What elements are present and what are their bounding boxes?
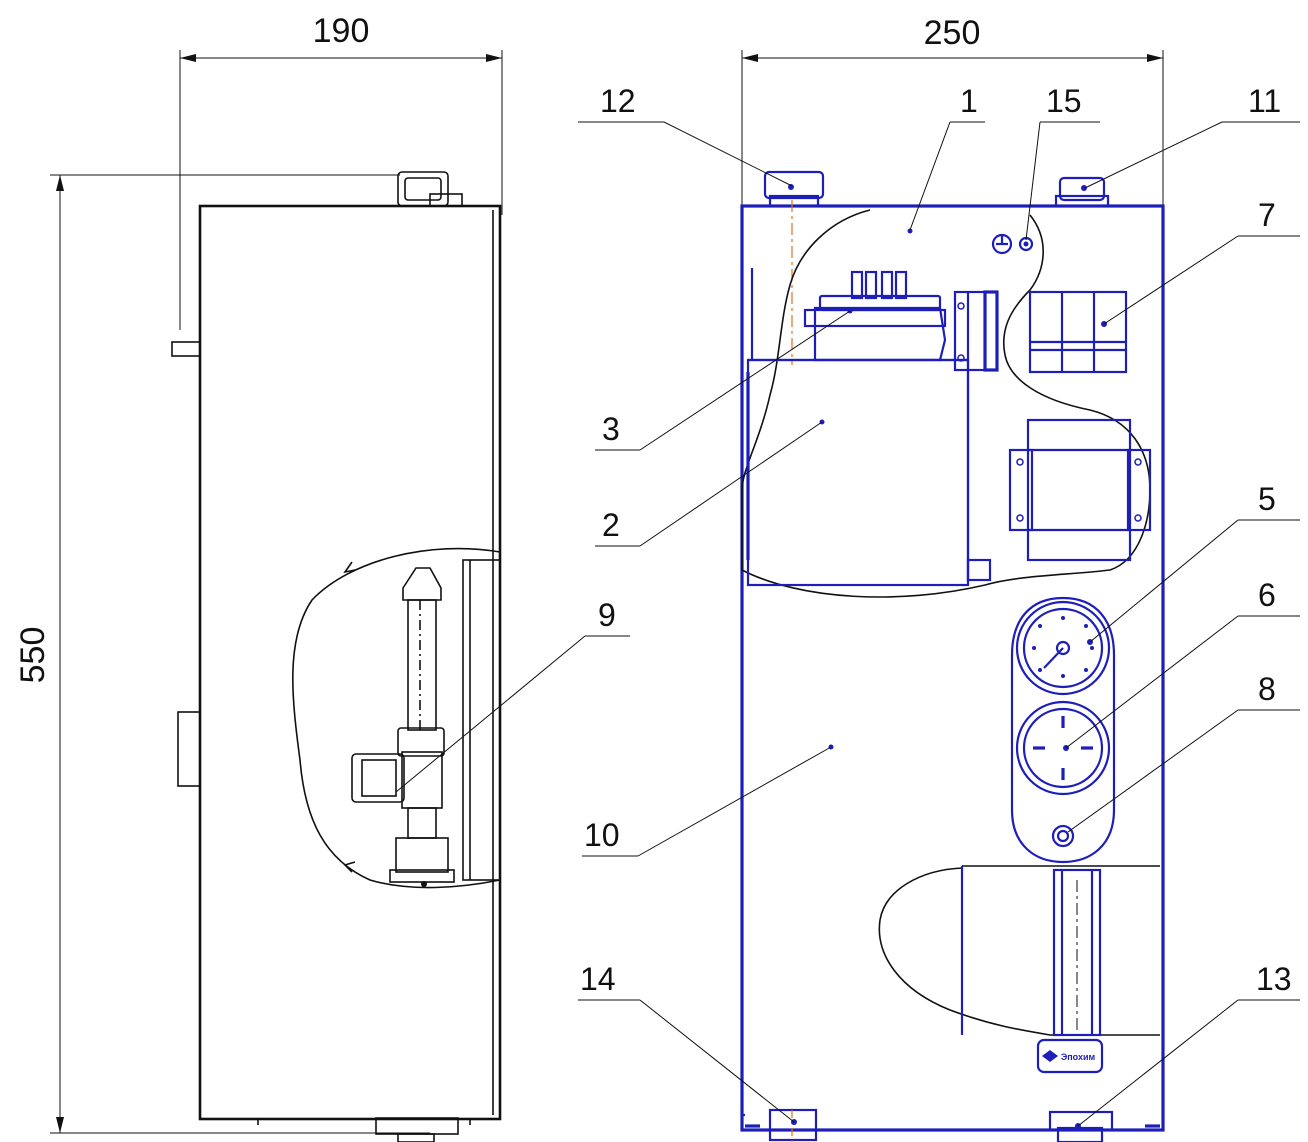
circuit-breaker	[1028, 290, 1128, 374]
dimension-height-label: 550	[14, 627, 52, 684]
callout-7-label: 7	[1258, 197, 1276, 233]
callout-6-label: 6	[1258, 577, 1276, 613]
callout-3: 3	[595, 310, 851, 451]
callout-1-label: 1	[960, 83, 978, 119]
callout-5: 5	[1089, 481, 1300, 643]
callout-10: 10	[582, 746, 832, 857]
callout-15: 15	[1025, 83, 1100, 241]
callout-15-label: 15	[1046, 83, 1082, 119]
outlet-fitting-11	[1054, 176, 1110, 208]
front-lower-cutaway	[878, 865, 1160, 1037]
callout-10-label: 10	[584, 817, 620, 853]
thermostat-knob	[1015, 700, 1111, 796]
callout-6: 6	[1065, 577, 1300, 749]
callout-14-label: 14	[580, 961, 616, 997]
brand-logo: Эпохим	[1036, 1038, 1104, 1074]
callout-12-label: 12	[600, 83, 636, 119]
callout-11-label: 11	[1248, 83, 1281, 119]
side-view	[171, 171, 502, 1142]
callout-2-label: 2	[602, 507, 620, 543]
callout-14: 14	[578, 961, 795, 1123]
callout-5-label: 5	[1258, 481, 1276, 517]
front-view	[740, 170, 1165, 1142]
callout-13: 13	[1077, 961, 1300, 1127]
dimension-height: 550	[14, 174, 430, 1134]
callout-8-label: 8	[1258, 671, 1276, 707]
dimension-width: 250	[741, 14, 1164, 205]
control-panel	[1010, 596, 1116, 864]
dimension-depth: 190	[179, 12, 503, 330]
pressure-gauge	[1015, 600, 1111, 696]
side-view-cutaway	[292, 547, 501, 889]
dimension-width-label: 250	[924, 14, 981, 52]
callout-2: 2	[595, 421, 823, 547]
callout-1: 1	[909, 83, 985, 231]
transformer	[1008, 418, 1152, 562]
callout-9: 9	[395, 597, 630, 793]
inlet-fitting-12	[763, 170, 825, 365]
callout-3-label: 3	[602, 411, 620, 447]
callout-13-label: 13	[1256, 961, 1292, 997]
front-upper-cutaway	[741, 209, 1152, 598]
callout-12: 12	[578, 83, 793, 187]
callout-9-label: 9	[598, 597, 616, 633]
dimension-depth-label: 190	[313, 12, 370, 50]
callout-11: 11	[1084, 83, 1300, 189]
drain-fitting-13	[1048, 1110, 1114, 1142]
brand-logo-text: Эпохим	[1061, 1052, 1096, 1062]
callout-8: 8	[1067, 671, 1300, 833]
drain-fitting-14	[768, 1108, 818, 1142]
indicator-lamp	[1051, 824, 1075, 848]
callout-7: 7	[1103, 197, 1300, 325]
